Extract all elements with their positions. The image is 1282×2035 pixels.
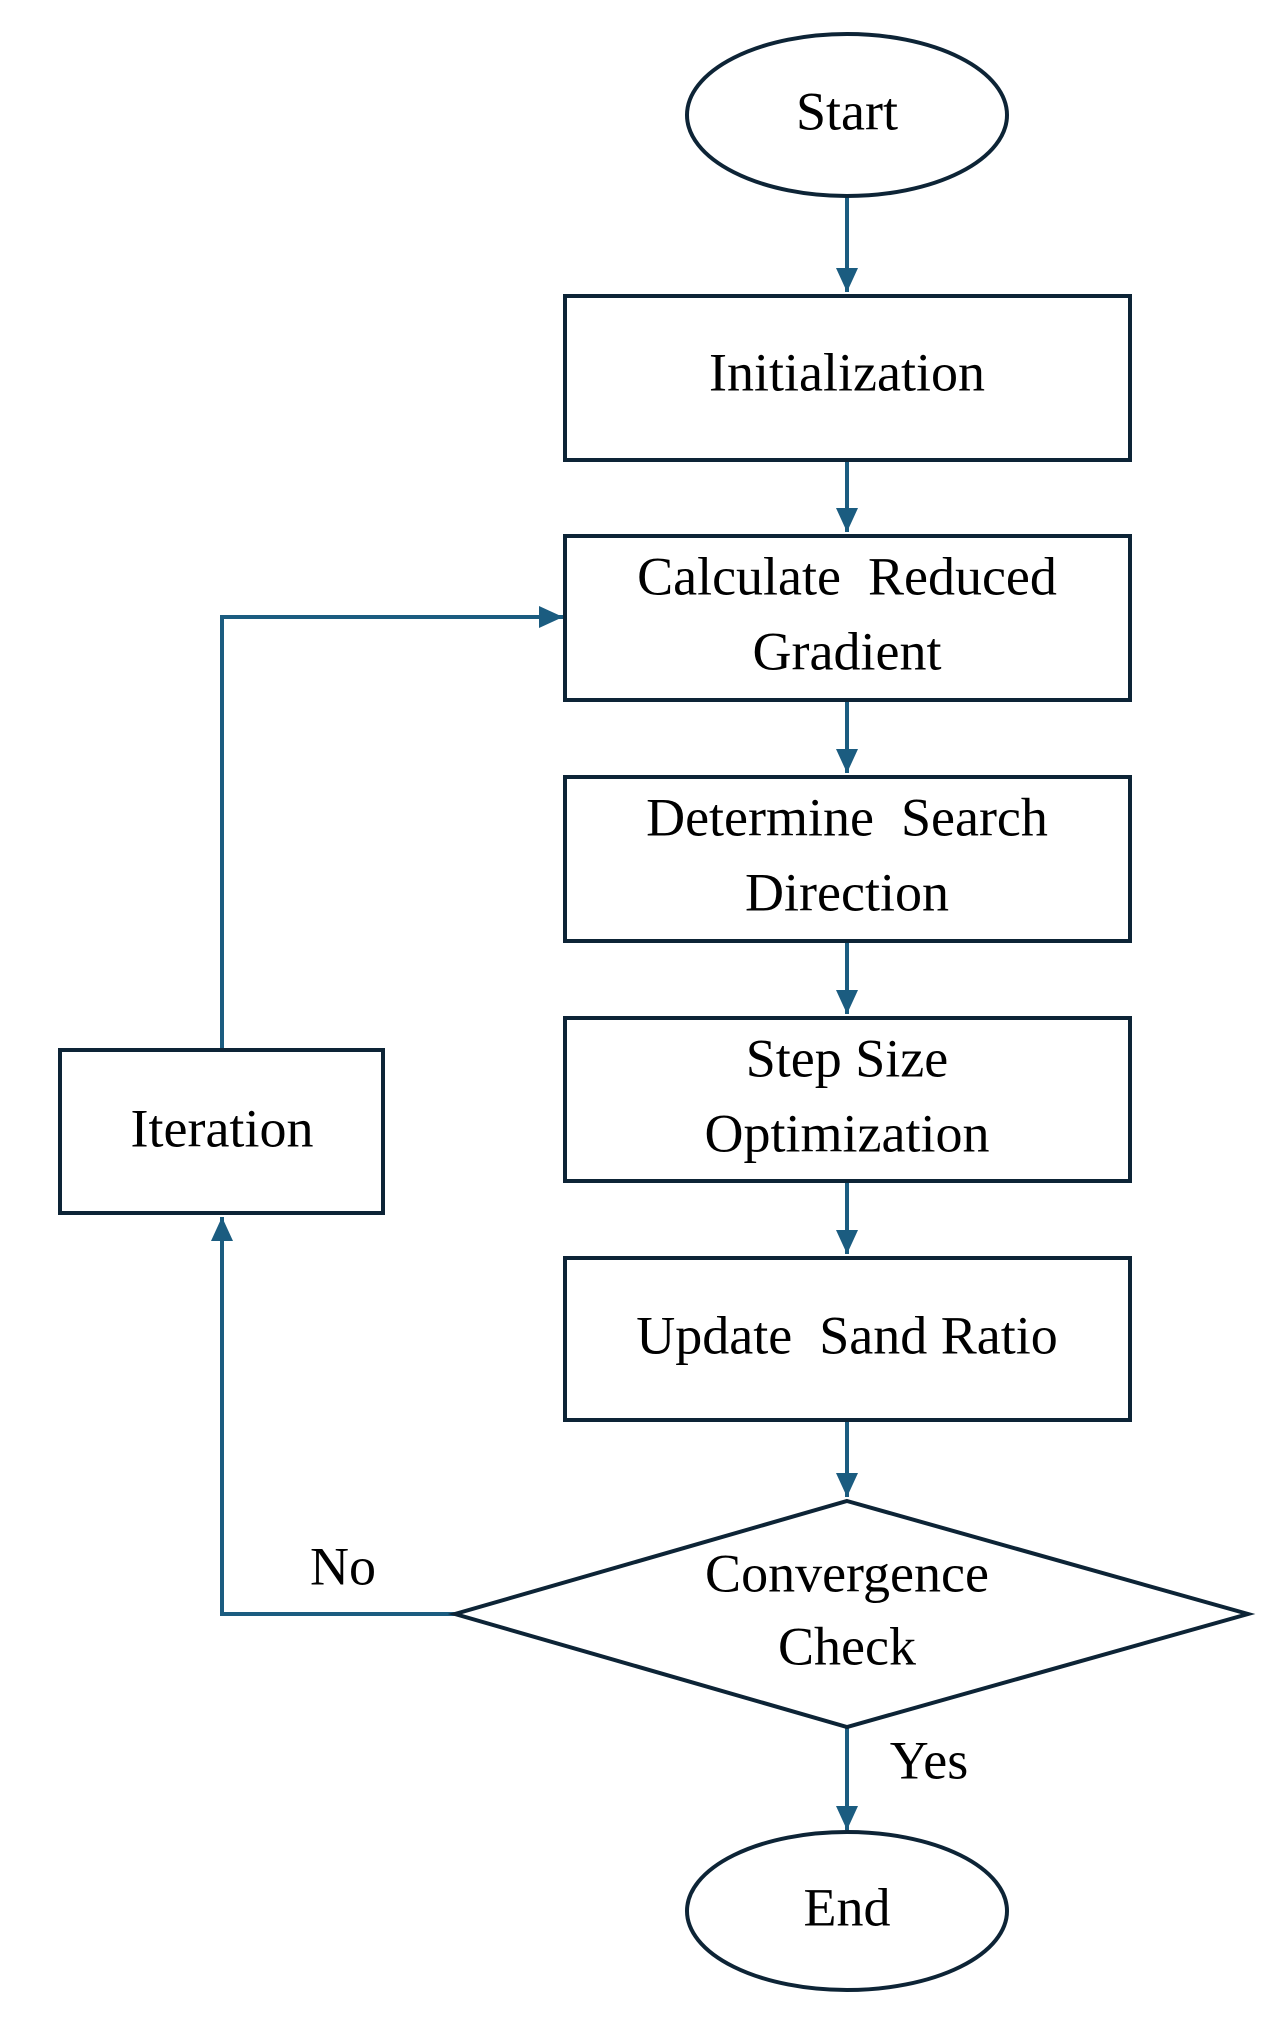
step-size-label-line-1: Step Size (746, 1028, 948, 1088)
start-node (685, 32, 1009, 198)
iteration-label: Iteration (131, 1098, 314, 1158)
arrow-convergence-no-to-iteration (211, 1217, 455, 1616)
end-node (685, 1830, 1009, 1992)
reduced-gradient-node (563, 534, 1132, 702)
arrow-iteration-to-gradient (220, 606, 563, 1050)
iteration-node (58, 1048, 385, 1215)
convergence-check-node (447, 1498, 1256, 1730)
search-direction-label-line-1: Determine Search (646, 787, 1048, 847)
initialization-label: Initialization (709, 342, 985, 402)
update-sand-ratio-node (563, 1256, 1132, 1422)
convergence-check-label-line-2: Check (778, 1616, 916, 1676)
reduced-gradient-label-line-1: Calculate Reduced (637, 546, 1057, 606)
edge-label-yes: Yes (890, 1730, 969, 1790)
end-label: End (804, 1877, 891, 1937)
edge-label-no: No (310, 1536, 376, 1596)
initialization-node (563, 294, 1132, 462)
reduced-gradient-label-line-2: Gradient (753, 621, 942, 681)
search-direction-node (563, 775, 1132, 943)
step-size-node (563, 1016, 1132, 1183)
search-direction-label-line-2: Direction (745, 862, 949, 922)
step-size-label-line-2: Optimization (705, 1103, 990, 1163)
update-sand-ratio-label: Update Sand Ratio (636, 1305, 1057, 1365)
start-label: Start (796, 81, 898, 141)
convergence-check-label-line-1: Convergence (705, 1543, 989, 1603)
